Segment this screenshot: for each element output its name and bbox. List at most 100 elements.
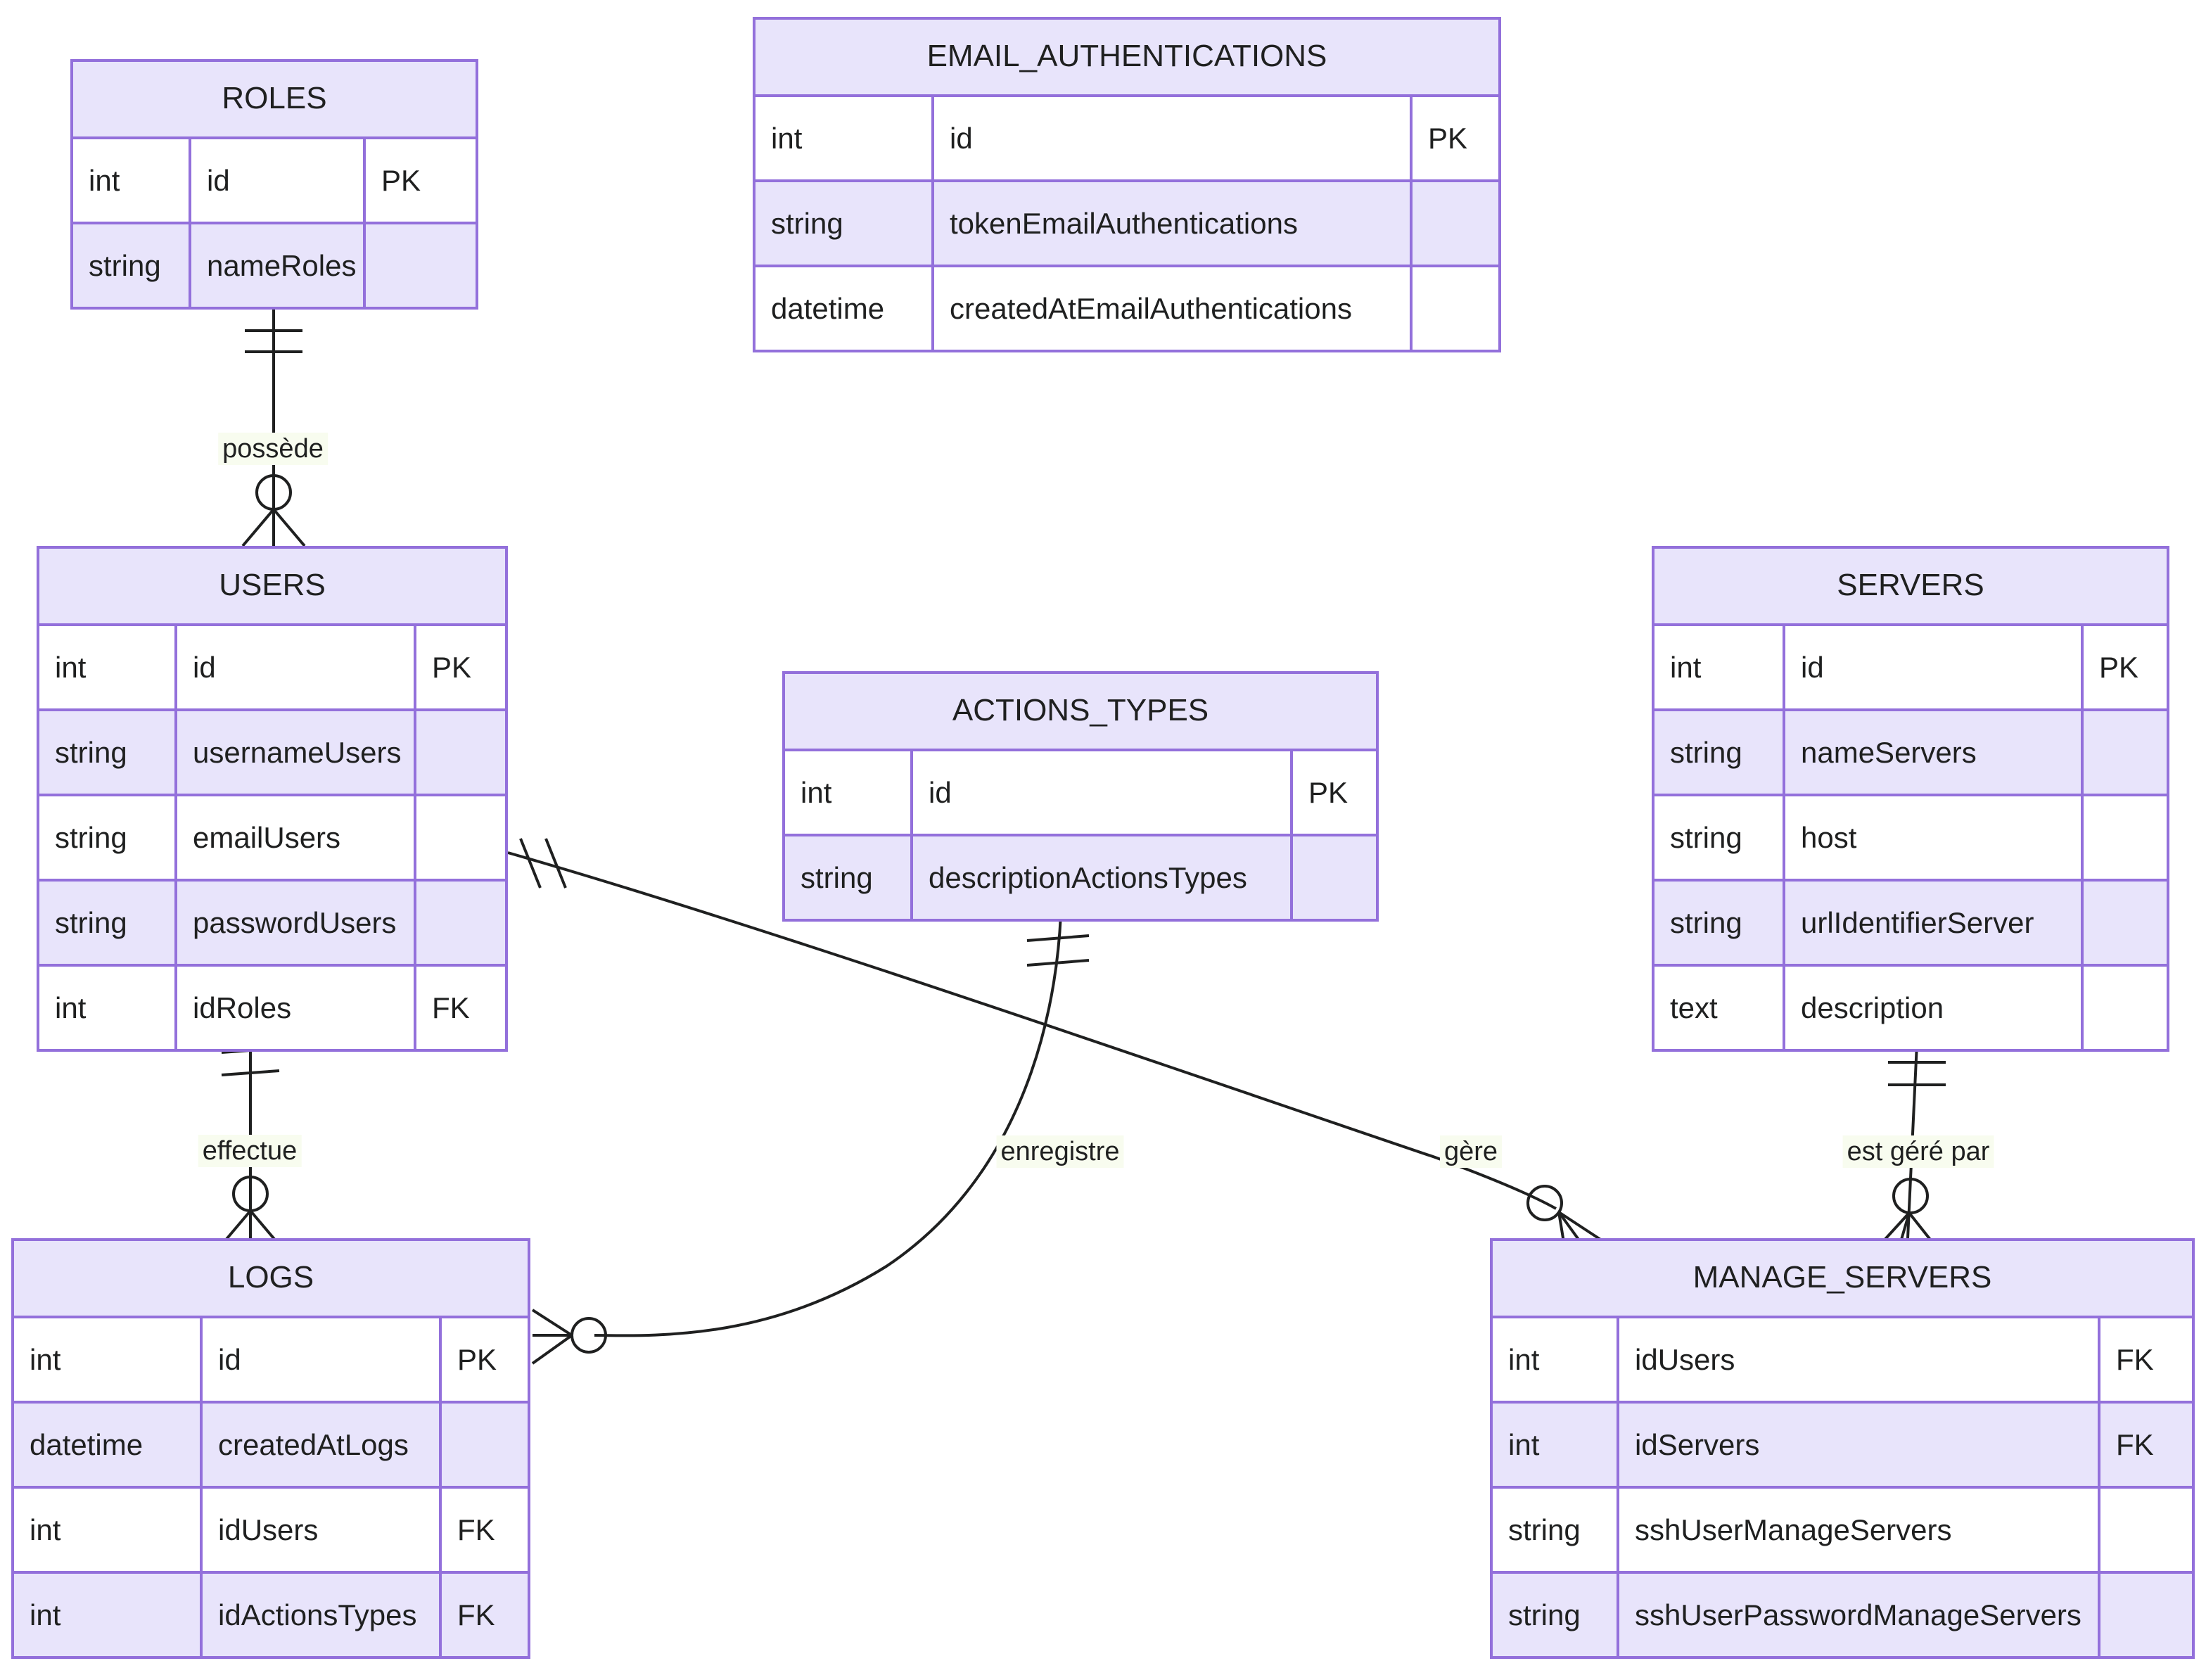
attribute-name: id	[1785, 626, 2084, 708]
attribute-type: string	[785, 836, 913, 919]
attribute-key: PK	[2099, 650, 2139, 684]
entity-title-logs: LOGS	[14, 1241, 528, 1318]
attribute-name: descriptionActionsTypes	[913, 836, 1293, 919]
attribute-name: idRoles	[177, 967, 416, 1049]
attribute-key: FK	[457, 1598, 495, 1631]
attribute-key	[442, 1404, 528, 1486]
attribute-name: idServers	[1619, 1404, 2100, 1486]
attribute-key: PK	[457, 1342, 497, 1376]
attribute-name: nameRoles	[191, 224, 366, 307]
attribute-name: id	[191, 139, 366, 222]
attribute-key: FK	[432, 991, 470, 1024]
relationship-label-users-manage_servers: gère	[1439, 1135, 1503, 1168]
attribute-name: idUsers	[1619, 1318, 2100, 1401]
relationship-label-servers-manage_servers: est géré par	[1842, 1135, 1994, 1168]
attribute-key	[1413, 182, 1498, 265]
attribute-key	[416, 711, 505, 794]
attribute-type: string	[1654, 711, 1785, 794]
attribute-name: passwordUsers	[177, 882, 416, 964]
attribute-key	[2100, 1574, 2192, 1656]
entity-title-roles: ROLES	[73, 62, 476, 139]
attribute-name: sshUserPasswordManageServers	[1619, 1574, 2100, 1656]
relationship-label-roles-users: possède	[218, 433, 328, 465]
relationship-label-users-logs: effectue	[198, 1135, 302, 1167]
entity-title-servers: SERVERS	[1654, 549, 2167, 626]
attribute-key	[1293, 836, 1376, 919]
attribute-key	[2100, 1489, 2192, 1571]
attribute-type: string	[39, 882, 177, 964]
attribute-type: int	[1493, 1318, 1619, 1401]
attribute-key	[2084, 796, 2167, 879]
attribute-key	[2084, 967, 2167, 1049]
attribute-type: string	[1493, 1574, 1619, 1656]
attribute-type: int	[14, 1318, 203, 1401]
attribute-key: PK	[1308, 775, 1349, 809]
attribute-type: int	[755, 97, 934, 179]
attribute-name: sshUserManageServers	[1619, 1489, 2100, 1571]
entity-title-users: USERS	[39, 549, 505, 626]
attribute-key	[366, 224, 476, 307]
attribute-type: int	[785, 751, 913, 834]
attribute-key: FK	[457, 1513, 495, 1546]
entity-title-actions_types: ACTIONS_TYPES	[785, 674, 1376, 751]
attribute-key: PK	[1428, 121, 1468, 155]
edge-roles-users	[243, 307, 305, 546]
attribute-name: idUsers	[203, 1489, 442, 1571]
attribute-type: text	[1654, 967, 1785, 1049]
attribute-key	[2084, 882, 2167, 964]
attribute-type: datetime	[14, 1404, 203, 1486]
attribute-key: FK	[2116, 1427, 2154, 1461]
attribute-type: int	[1493, 1404, 1619, 1486]
attribute-key	[416, 882, 505, 964]
relationship-label-actions_types-logs: enregistre	[996, 1135, 1124, 1168]
attribute-key	[1413, 267, 1498, 350]
attribute-name: host	[1785, 796, 2084, 879]
attribute-name: id	[913, 751, 1293, 834]
attribute-type: string	[1654, 882, 1785, 964]
attribute-type: int	[14, 1574, 203, 1656]
attribute-name: id	[177, 626, 416, 708]
attribute-type: int	[39, 626, 177, 708]
attribute-name: id	[203, 1318, 442, 1401]
attribute-name: idActionsTypes	[203, 1574, 442, 1656]
attribute-type: string	[39, 711, 177, 794]
attribute-type: int	[39, 967, 177, 1049]
attribute-type: string	[73, 224, 191, 307]
attribute-key: FK	[2116, 1342, 2154, 1376]
attribute-name: usernameUsers	[177, 711, 416, 794]
attribute-type: int	[73, 139, 191, 222]
attribute-name: description	[1785, 967, 2084, 1049]
attribute-name: nameServers	[1785, 711, 2084, 794]
attribute-name: emailUsers	[177, 796, 416, 879]
attribute-key	[416, 796, 505, 879]
attribute-type: string	[755, 182, 934, 265]
attribute-key: PK	[432, 650, 472, 684]
attribute-type: datetime	[755, 267, 934, 350]
attribute-name: tokenEmailAuthentications	[934, 182, 1413, 265]
